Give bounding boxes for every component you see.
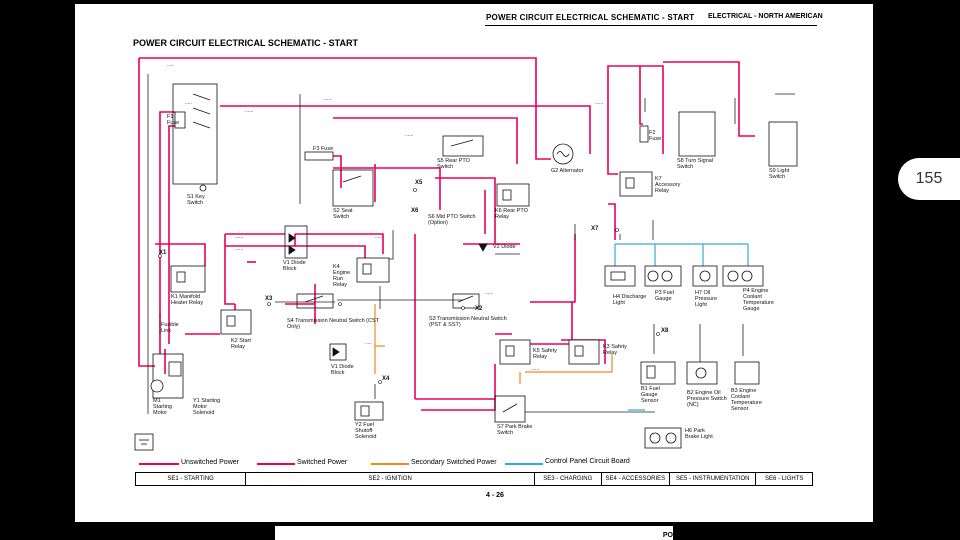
section-se5: SE5 - INSTRUMENTATION [670, 473, 757, 485]
svg-text:.....: ..... [375, 234, 382, 240]
svg-text:......: ...... [595, 100, 603, 106]
svg-text:......: ...... [531, 366, 539, 372]
label-y1: Y1 Starting Motor Solenoid [193, 398, 221, 416]
label-v1b: V1 Diode Block [331, 364, 354, 376]
label-h7: H7 Oil Pressure Light [695, 290, 718, 308]
label-v2: V2 Diode [493, 244, 516, 250]
legend-unswitched: Unswitched Power [181, 459, 239, 466]
svg-text:......: ...... [245, 108, 253, 114]
label-k6: K6 Rear PTO Relay [495, 208, 528, 220]
label-s8: S8 Turn Signal Switch [677, 158, 714, 170]
label-s7: S7 Park Brake Switch [497, 424, 533, 436]
label-b1: B1 Fuel Gauge Sensor [641, 386, 660, 404]
label-s2: S2 Seat Switch [333, 208, 353, 220]
label-s1: S1 Key Switch [187, 194, 205, 206]
label-s3: S3 Transmission Neutral Switch (PST & SS… [429, 316, 507, 328]
section-se2: SE2 - IGNITION [246, 473, 536, 485]
label-h4: H4 Discharge Light [613, 294, 647, 306]
header-section: ELECTRICAL - NORTH AMERICAN [708, 13, 823, 20]
next-page-text: PO [662, 532, 673, 539]
connector-x6: X6 [411, 208, 419, 214]
connector-x8: X8 [661, 328, 669, 334]
label-b2: B2 Engine Oil Pressure Switch (NC) [687, 390, 727, 408]
page-indicator-badge[interactable]: 155 [898, 158, 960, 200]
svg-text:......: ...... [323, 96, 331, 102]
label-k4: K4 Engine Run Relay [333, 264, 351, 288]
schematic-page: POWER CIRCUIT ELECTRICAL SCHEMATIC - STA… [75, 4, 873, 522]
label-h6: H6 Park Brake Light [685, 428, 713, 440]
label-k7: K7 Accessory Relay [655, 176, 681, 194]
svg-text:......: ...... [235, 246, 243, 252]
label-b3: B3 Engine Coolant Temperature Sensor [731, 388, 762, 412]
connector-x4: X4 [382, 376, 390, 382]
label-m1: M1 Starting Motor [153, 398, 172, 416]
svg-text:......: ...... [485, 290, 493, 296]
header-rule [485, 25, 817, 26]
section-se1: SE1 - STARTING [136, 473, 247, 485]
connector-x7: X7 [591, 226, 599, 232]
page-number: 4 - 26 [486, 492, 504, 499]
svg-text:......: ...... [405, 132, 413, 138]
label-k1: K1 Manifold Heater Relay [171, 294, 204, 306]
next-page-preview[interactable]: PO [275, 526, 673, 540]
legend-control: Control Panel Circuit Board [545, 458, 630, 465]
label-k3: K3 Safety Relay [603, 344, 627, 356]
section-se4: SE4 - ACCESSORIES [602, 473, 671, 485]
label-v1: V1 Diode Block [283, 260, 306, 272]
label-s6: S6 Mid PTO Switch (Option) [428, 214, 476, 226]
label-p3: P3 Fuel Gauge [655, 290, 674, 302]
page-title: POWER CIRCUIT ELECTRICAL SCHEMATIC - STA… [133, 38, 358, 48]
label-f1: F1 Fuse [167, 114, 180, 126]
svg-text:.....: ..... [365, 340, 372, 346]
connector-x5: X5 [415, 180, 423, 186]
label-g2: G2 Alternator [551, 168, 584, 174]
label-k5: K5 Safety Relay [533, 348, 557, 360]
svg-text:.....: ..... [185, 100, 192, 106]
header-title: POWER CIRCUIT ELECTRICAL SCHEMATIC - STA… [486, 13, 695, 22]
label-s4: S4 Transmission Neutral Switch (CST Only… [287, 318, 379, 330]
label-y2: Y2 Fuel Shutoff Solenoid [355, 422, 377, 440]
label-f3: F3 Fuse [313, 146, 334, 152]
label-s9: S9 Light Switch [769, 168, 790, 180]
label-s5: S5 Rear PTO Switch [437, 158, 470, 170]
section-se3: SE3 - CHARGING [535, 473, 602, 485]
svg-text:.....: ..... [167, 62, 174, 68]
label-fusible: Fusible Link [161, 322, 179, 334]
label-f2: F2 Fuse [649, 130, 662, 142]
label-p4: P4 Engine Coolant Temperature Gauge [743, 288, 774, 312]
connector-x2: X2 [475, 306, 483, 312]
label-k2: K2 Start Relay [231, 338, 251, 350]
legend-secondary: Secondary Switched Power [411, 459, 497, 466]
connector-x1: X1 [159, 250, 167, 256]
legend-swatches [139, 463, 543, 465]
connector-x3: X3 [265, 296, 273, 302]
schematic-diagram: ..... ..... ...... ...... ...... ...... … [134, 57, 798, 451]
section-row: SE1 - STARTING SE2 - IGNITION SE3 - CHAR… [135, 472, 813, 486]
section-se6: SE6 - LIGHTS [765, 476, 804, 482]
svg-text:......: ...... [235, 234, 243, 240]
legend-switched: Switched Power [297, 459, 348, 466]
